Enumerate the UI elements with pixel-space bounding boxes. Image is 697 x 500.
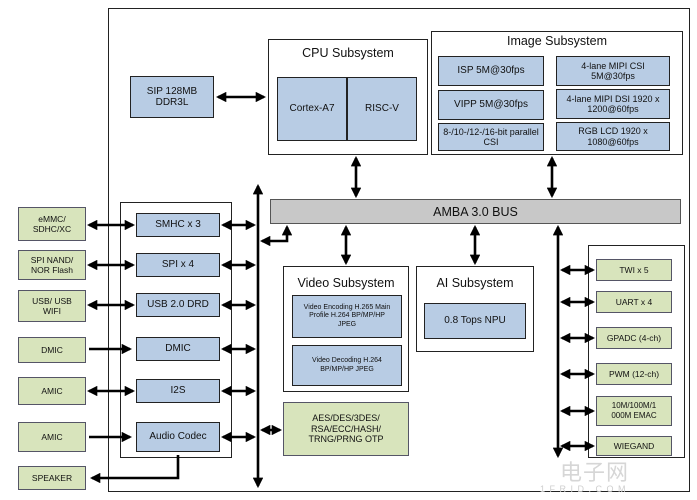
emmc-external: eMMC/ SDHC/XC [18, 207, 86, 241]
uart-label: UART x 4 [615, 296, 653, 307]
npu-block: 0.8 Tops NPU [424, 303, 526, 339]
wiegand-block: WIEGAND [596, 436, 672, 456]
gpadc-block: GPADC (4-ch) [596, 327, 672, 349]
watermark-cn: 电子网 [560, 460, 630, 485]
amba-bus: AMBA 3.0 BUS [270, 199, 681, 224]
mipi-csi-label: 4-lane MIPI CSI 5M@30fps [581, 60, 645, 81]
spi-label: SPI x 4 [161, 259, 195, 271]
rgb-lcd-block: RGB LCD 1920 x 1080@60fps [556, 122, 670, 151]
smhc-block: SMHC x 3 [136, 213, 220, 237]
image-subsystem-title: Image Subsystem [506, 34, 608, 48]
left-interface-panel [120, 202, 232, 458]
pwm-label: PWM (12-ch) [608, 368, 660, 379]
pwm-block: PWM (12-ch) [596, 363, 672, 385]
security-block: AES/DES/3DES/ RSA/ECC/HASH/ TRNG/PRNG OT… [283, 402, 409, 456]
watermark-url: 1 F R I D . C O M [540, 484, 627, 494]
i2s-block: I2S [136, 379, 220, 403]
spi-flash-external: SPI NAND/ NOR Flash [18, 250, 86, 280]
audio-codec-label: Audio Codec [149, 431, 207, 443]
rgb-lcd-label: RGB LCD 1920 x 1080@60fps [578, 126, 648, 147]
audio-codec-block: Audio Codec [136, 422, 220, 452]
dmic-block: DMIC [136, 337, 220, 361]
mipi-dsi-block: 4-lane MIPI DSI 1920 x 1200@60fps [556, 89, 670, 119]
wiegand-label: WIEGAND [613, 440, 655, 451]
npu-label: 0.8 Tops NPU [444, 315, 506, 327]
bus-left-connector [259, 224, 293, 247]
twi-label: TWI x 5 [619, 264, 649, 275]
video-encoding-label: Video Encoding H.265 Main Profile H.264 … [303, 304, 391, 328]
vipp-label: VIPP 5M@30fps [454, 99, 528, 111]
sip-ddr-block: SIP 128MB DDR3L [130, 76, 214, 118]
parallel-csi-block: 8-/10-/12-/16-bit parallel CSI [438, 123, 544, 151]
usb-drd-label: USB 2.0 DRD [147, 299, 209, 311]
ai-subsystem-title: AI Subsystem [436, 276, 514, 290]
vipp-block: VIPP 5M@30fps [438, 90, 544, 120]
isp-label: ISP 5M@30fps [457, 65, 525, 77]
i2s-label: I2S [170, 385, 186, 397]
uart-block: UART x 4 [596, 291, 672, 313]
video-subsystem-title: Video Subsystem [297, 276, 395, 290]
spi-flash-label: SPI NAND/ NOR Flash [30, 254, 74, 275]
speaker-label: SPEAKER [31, 472, 73, 483]
amic-external-2: AMIC [18, 422, 86, 452]
usb-wifi-external: USB/ USB WIFI [18, 290, 86, 322]
mipi-csi-block: 4-lane MIPI CSI 5M@30fps [556, 56, 670, 86]
parallel-csi-label: 8-/10-/12-/16-bit parallel CSI [443, 126, 539, 147]
video-decoding-label: Video Decoding H.264 BP/MP/HP JPEG [312, 357, 382, 373]
gpadc-label: GPADC (4-ch) [606, 332, 662, 343]
cortex-a7-label: Cortex-A7 [289, 103, 335, 115]
cpu-subsystem-title: CPU Subsystem [302, 46, 394, 60]
isp-block: ISP 5M@30fps [438, 56, 544, 86]
amba-bus-label: AMBA 3.0 BUS [433, 204, 518, 219]
amic-external-1: AMIC [18, 377, 86, 405]
dmic-ext-label: DMIC [41, 344, 63, 355]
video-encoding-block: Video Encoding H.265 Main Profile H.264 … [292, 295, 402, 338]
amic-2-label: AMIC [41, 431, 63, 442]
usb-drd-block: USB 2.0 DRD [136, 293, 220, 317]
mipi-dsi-label: 4-lane MIPI DSI 1920 x 1200@60fps [566, 93, 660, 114]
twi-block: TWI x 5 [596, 259, 672, 281]
risc-v-block: RISC-V [347, 77, 417, 141]
sip-ddr-label: SIP 128MB DDR3L [146, 85, 198, 109]
dmic-label: DMIC [165, 343, 191, 355]
emac-label: 10M/100M/1 000M EMAC [611, 401, 657, 420]
emmc-label: eMMC/ SDHC/XC [32, 213, 72, 234]
speaker-external: SPEAKER [18, 466, 86, 490]
usb-wifi-label: USB/ USB WIFI [32, 295, 72, 316]
video-decoding-block: Video Decoding H.264 BP/MP/HP JPEG [292, 345, 402, 386]
smhc-label: SMHC x 3 [155, 219, 201, 231]
amic-1-label: AMIC [41, 385, 63, 396]
security-label: AES/DES/3DES/ RSA/ECC/HASH/ TRNG/PRNG OT… [308, 412, 384, 445]
risc-v-label: RISC-V [365, 103, 399, 115]
emac-block: 10M/100M/1 000M EMAC [596, 396, 672, 426]
spi-block: SPI x 4 [136, 253, 220, 277]
dmic-external: DMIC [18, 337, 86, 363]
cortex-a7-block: Cortex-A7 [277, 77, 347, 141]
